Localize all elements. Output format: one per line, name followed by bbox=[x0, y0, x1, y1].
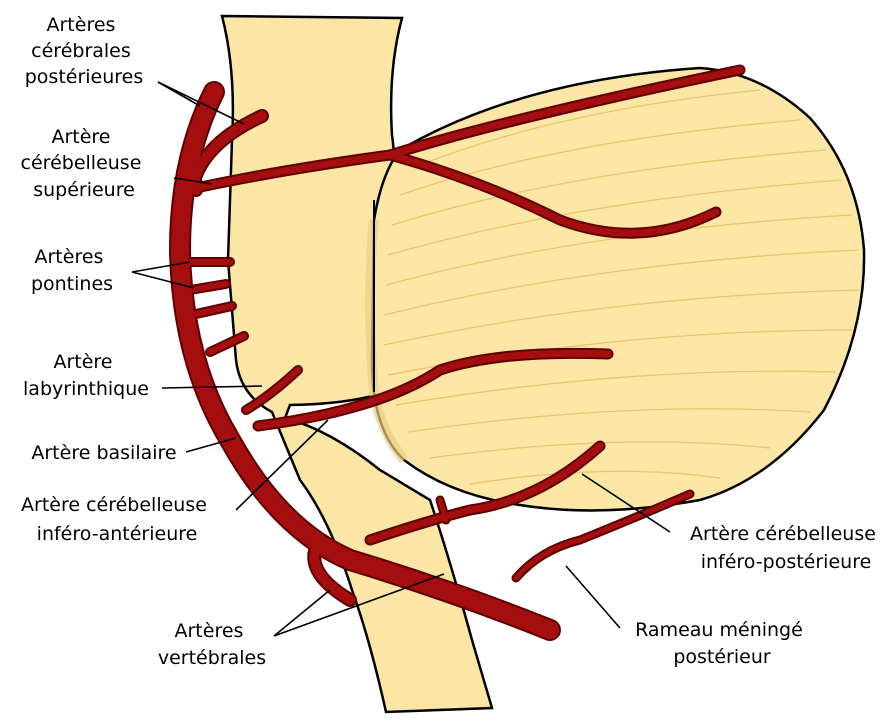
pontine-artery-3 bbox=[196, 306, 232, 314]
label-posterior-cerebral-arteries: Artères cérébrales postérieures bbox=[25, 14, 144, 88]
label-vertebral-arteries: Artères vertébrales bbox=[158, 620, 266, 669]
label-basilar-artery: Artère basilaire bbox=[31, 442, 176, 464]
label-anterior-inferior-cerebellar-artery: Artère cérébelleuse inféro-antérieure bbox=[21, 494, 213, 545]
label-superior-cerebellar-artery: Artère cérébelleuse supérieure bbox=[21, 126, 148, 201]
label-labyrinthine-artery: Artère labyrinthique bbox=[23, 351, 149, 400]
label-posterior-inferior-cerebellar-artery: Artère cérébelleuse inféro-postérieure bbox=[690, 523, 882, 573]
label-pontine-arteries: Artères pontines bbox=[31, 246, 113, 295]
label-posterior-meningeal-branch: Rameau méningé postérieur bbox=[635, 619, 809, 668]
